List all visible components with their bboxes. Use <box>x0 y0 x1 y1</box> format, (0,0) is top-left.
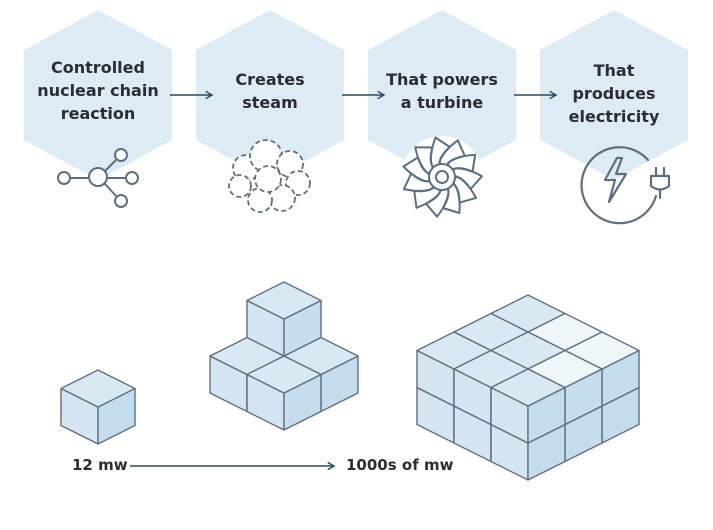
step-label-1-line-3: reaction <box>60 104 136 123</box>
step-hexagons <box>24 10 688 180</box>
step-label-1-line-2: nuclear chain <box>37 81 159 100</box>
scale-end-label: 1000s of mw <box>346 456 454 474</box>
cube-stack-large <box>416 294 640 481</box>
step-label-2: Creates steam <box>195 68 345 114</box>
hexagon-step-4 <box>540 10 688 180</box>
step-label-3-line-1: That powers <box>386 70 498 89</box>
electricity-plug-icon <box>580 146 671 225</box>
scale-cube-illustrations <box>60 281 640 481</box>
step-label-1: Controlled nuclear chain reaction <box>23 56 173 125</box>
turbine-icon <box>401 136 483 218</box>
turbine-blade <box>452 167 483 190</box>
step-label-4: That produces electricity <box>539 59 689 128</box>
hexagon-step-3 <box>368 10 516 180</box>
cube-single <box>60 369 136 445</box>
steam-cloud-icon <box>228 139 311 213</box>
network-nodes-icon <box>57 148 139 208</box>
step-label-4-line-2: produces <box>572 84 656 103</box>
step-label-2-line-2: steam <box>242 93 298 112</box>
step-label-3-line-2: a turbine <box>400 93 484 112</box>
cube <box>490 368 566 444</box>
hexagon-step-1 <box>24 10 172 180</box>
step-label-2-line-1: Creates <box>235 70 305 89</box>
cube-stack-small <box>209 281 359 431</box>
scale-start-label: 12 mw <box>72 456 128 474</box>
cube <box>60 369 136 445</box>
step-label-4-line-1: That <box>593 61 635 80</box>
step-label-3: That powers a turbine <box>367 68 517 114</box>
hexagon-step-2 <box>196 10 344 180</box>
step-label-1-line-1: Controlled <box>51 58 145 77</box>
step-label-4-line-3: electricity <box>568 107 660 126</box>
cube <box>246 355 322 431</box>
cube <box>246 281 322 357</box>
